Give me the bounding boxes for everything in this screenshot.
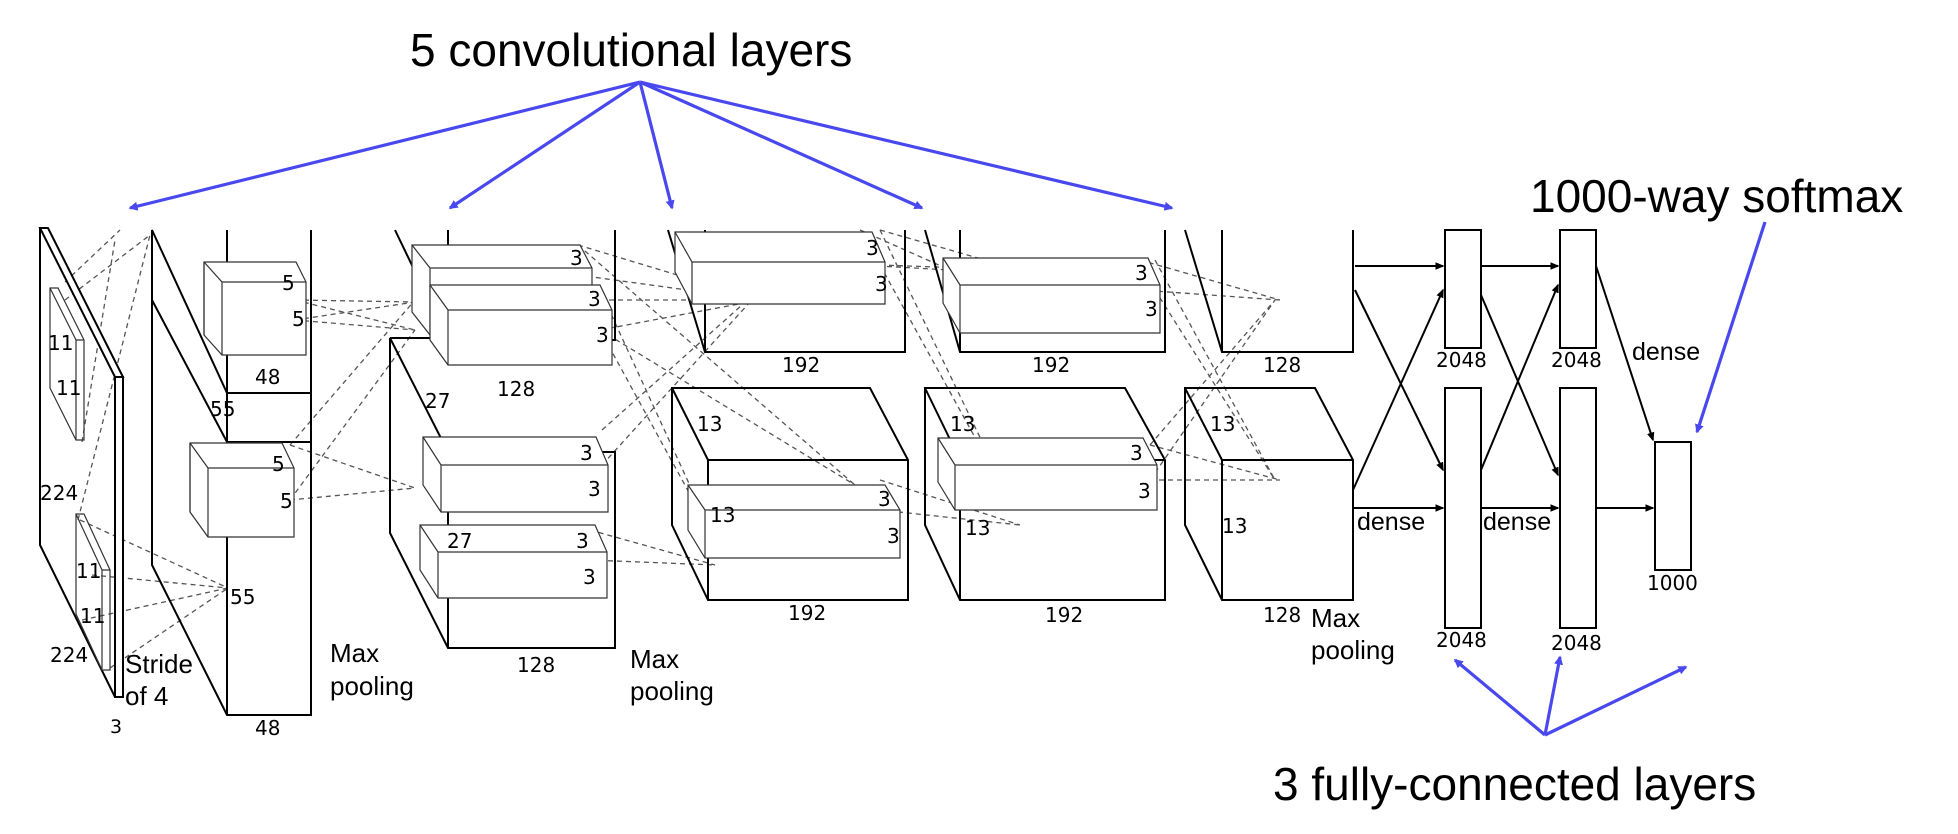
conv-layers-title: 5 convolutional layers: [410, 24, 852, 76]
conv4-kernel-label: 3: [1145, 297, 1158, 321]
connection-lines: [64, 229, 1281, 669]
conv2-depth-label: 128: [517, 653, 555, 677]
conv4-block: [924, 229, 1166, 601]
maxpool1-label: Max: [330, 638, 379, 668]
conv4-depth-label: 192: [1032, 353, 1070, 377]
conv2-kernel-size-label: 27: [447, 529, 472, 553]
conv2-kernel-label: 3: [596, 323, 609, 347]
conv5-height-label: 13: [1210, 412, 1235, 436]
conv3-kernel-label: 3: [878, 487, 891, 511]
maxpool3-label: pooling: [1311, 635, 1395, 665]
conv3-depth-label: 192: [788, 601, 826, 625]
dense-label: dense: [1483, 508, 1551, 536]
conv4-height-label: 13: [950, 412, 975, 436]
dense-label: dense: [1357, 508, 1425, 536]
conv2-kernel-label: 3: [570, 246, 583, 270]
conv2-kernel-label: 3: [588, 477, 601, 501]
maxpool2-label: pooling: [630, 676, 714, 706]
input-image-block: [38, 227, 125, 698]
input-channels-label: 3: [110, 716, 122, 738]
conv1-kernel-label: 5: [292, 307, 305, 331]
fc-arrows: [1352, 262, 1655, 512]
annotation-arrows: [128, 80, 1767, 737]
fc7-units-label: 2048: [1551, 348, 1602, 372]
input-kernel-label: 11: [56, 376, 81, 400]
conv1-depth-label: 48: [255, 365, 280, 389]
conv3-block: [667, 229, 909, 601]
input-kernel-label: 11: [76, 559, 101, 583]
conv4-depth-label: 192: [1045, 603, 1083, 627]
input-kernel-label: 11: [48, 331, 73, 355]
conv1-width-label: 55: [230, 585, 255, 609]
conv1-block: [151, 229, 312, 716]
conv5-height-label: 13: [1222, 514, 1247, 538]
conv3-kernel-label: 3: [866, 236, 879, 260]
input-height-label: 224: [40, 481, 78, 505]
conv3-kernel-label: 3: [875, 272, 888, 296]
maxpool3-label: Max: [1311, 603, 1360, 633]
conv2-height-label: 27: [425, 389, 450, 413]
output-units-label: 1000: [1647, 571, 1698, 595]
fc-layers: [1444, 229, 1692, 629]
conv2-kernel-label: 3: [583, 565, 596, 589]
fc-layers-title: 3 fully-connected layers: [1273, 758, 1756, 810]
softmax-title: 1000-way softmax: [1530, 170, 1903, 222]
conv2-kernel-label: 3: [588, 287, 601, 311]
conv3-height-label: 13: [697, 412, 722, 436]
conv4-height-label: 13: [965, 516, 990, 540]
input-width-label: 224: [50, 643, 88, 667]
conv5-depth-label: 128: [1263, 603, 1301, 627]
conv2-kernel-label: 3: [576, 529, 589, 553]
conv3-height-label: 13: [710, 503, 735, 527]
fc6-units-label: 2048: [1436, 628, 1487, 652]
stride-label: of 4: [125, 681, 168, 711]
conv4-kernel-label: 3: [1135, 261, 1148, 285]
stride-label: Stride: [125, 649, 193, 679]
conv2-depth-label: 128: [497, 377, 535, 401]
conv1-kernel-label: 5: [280, 489, 293, 513]
conv5-depth-label: 128: [1263, 353, 1301, 377]
conv5-block: [1184, 229, 1354, 601]
conv1-kernel-label: 5: [272, 452, 285, 476]
maxpool1-label: pooling: [330, 671, 414, 701]
conv3-kernel-label: 3: [887, 524, 900, 548]
conv1-kernel-label: 5: [282, 271, 295, 295]
conv1-depth-label: 48: [255, 716, 280, 740]
fc7-units-label: 2048: [1551, 631, 1602, 655]
fc6-units-label: 2048: [1436, 348, 1487, 372]
conv3-depth-label: 192: [782, 353, 820, 377]
dense-label: dense: [1632, 338, 1700, 366]
conv2-kernel-label: 3: [580, 441, 593, 465]
conv1-height-label: 55: [210, 397, 235, 421]
conv4-kernel-label: 3: [1138, 479, 1151, 503]
conv4-kernel-label: 3: [1130, 441, 1143, 465]
maxpool2-label: Max: [630, 644, 679, 674]
conv2-block: [389, 229, 616, 649]
input-kernel-label: 11: [80, 604, 105, 628]
